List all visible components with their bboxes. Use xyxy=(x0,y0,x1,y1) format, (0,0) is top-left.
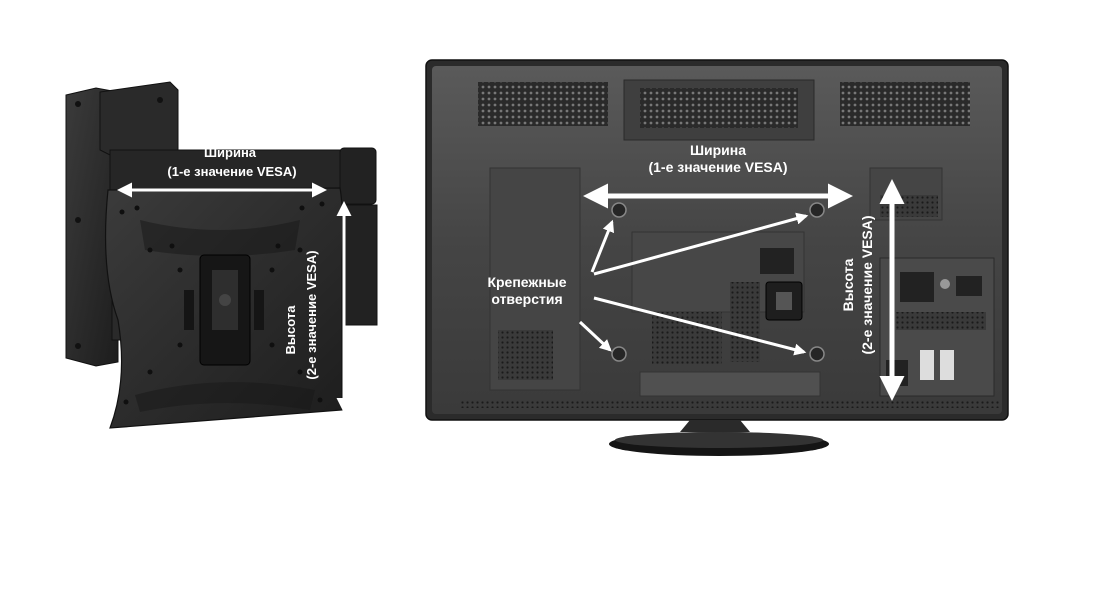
arm-joint xyxy=(340,148,376,204)
top-vent xyxy=(840,82,970,126)
tv-width-sublabel: (1-е значение VESA) xyxy=(648,159,787,175)
connector-grille xyxy=(896,312,986,330)
bottom-recess xyxy=(640,372,820,396)
mounting-holes-sublabel: отверстия xyxy=(491,291,562,307)
center-vent xyxy=(730,282,760,362)
center-vent xyxy=(652,312,722,364)
bottom-vent xyxy=(460,400,1000,408)
slot xyxy=(254,290,264,330)
arm-lower xyxy=(345,205,377,325)
label-sticker xyxy=(760,248,794,274)
tv-width-label: Ширина xyxy=(690,142,746,158)
bracket-height-label: Высота xyxy=(283,305,298,355)
connector-port xyxy=(900,272,934,302)
top-vent xyxy=(640,88,798,128)
power-socket-inner xyxy=(776,292,792,310)
mounting-hole xyxy=(612,347,626,361)
hinge-screw xyxy=(157,97,163,103)
bracket-width-label: Ширина xyxy=(204,145,257,160)
tv-height-sublabel: (2-е значение VESA) xyxy=(859,215,875,354)
tv-height-label: Высота xyxy=(840,258,856,311)
tv-back-illustration: Ширина (1-е значение VESA) Крепежные отв… xyxy=(426,60,1008,456)
right-upper-vent xyxy=(880,195,938,217)
connector-jack xyxy=(940,279,950,289)
bracket-height-sublabel: (2-е значение VESA) xyxy=(304,250,319,379)
connector-port xyxy=(920,350,934,380)
slot xyxy=(184,290,194,330)
wall-plate-hole xyxy=(75,217,81,223)
bracket-width-sublabel: (1-е значение VESA) xyxy=(167,164,296,179)
connector-port xyxy=(956,276,982,296)
wall-plate-hole xyxy=(75,101,81,107)
stand-neck xyxy=(680,420,750,432)
connector-port xyxy=(940,350,954,380)
mounting-hole xyxy=(612,203,626,217)
wall-bracket-illustration: Ширина (1-е значение VESA) Высота (2-е з… xyxy=(66,82,377,428)
tilt-knob xyxy=(219,294,231,306)
connector-port xyxy=(886,360,908,386)
stand-base-top xyxy=(615,432,823,448)
left-vent xyxy=(498,330,553,380)
mounting-holes-label: Крепежные xyxy=(487,274,566,290)
wall-plate-hole xyxy=(75,343,81,349)
mounting-hole xyxy=(810,347,824,361)
mounting-hole xyxy=(810,203,824,217)
top-vent xyxy=(478,82,608,126)
hinge-block xyxy=(100,82,178,156)
